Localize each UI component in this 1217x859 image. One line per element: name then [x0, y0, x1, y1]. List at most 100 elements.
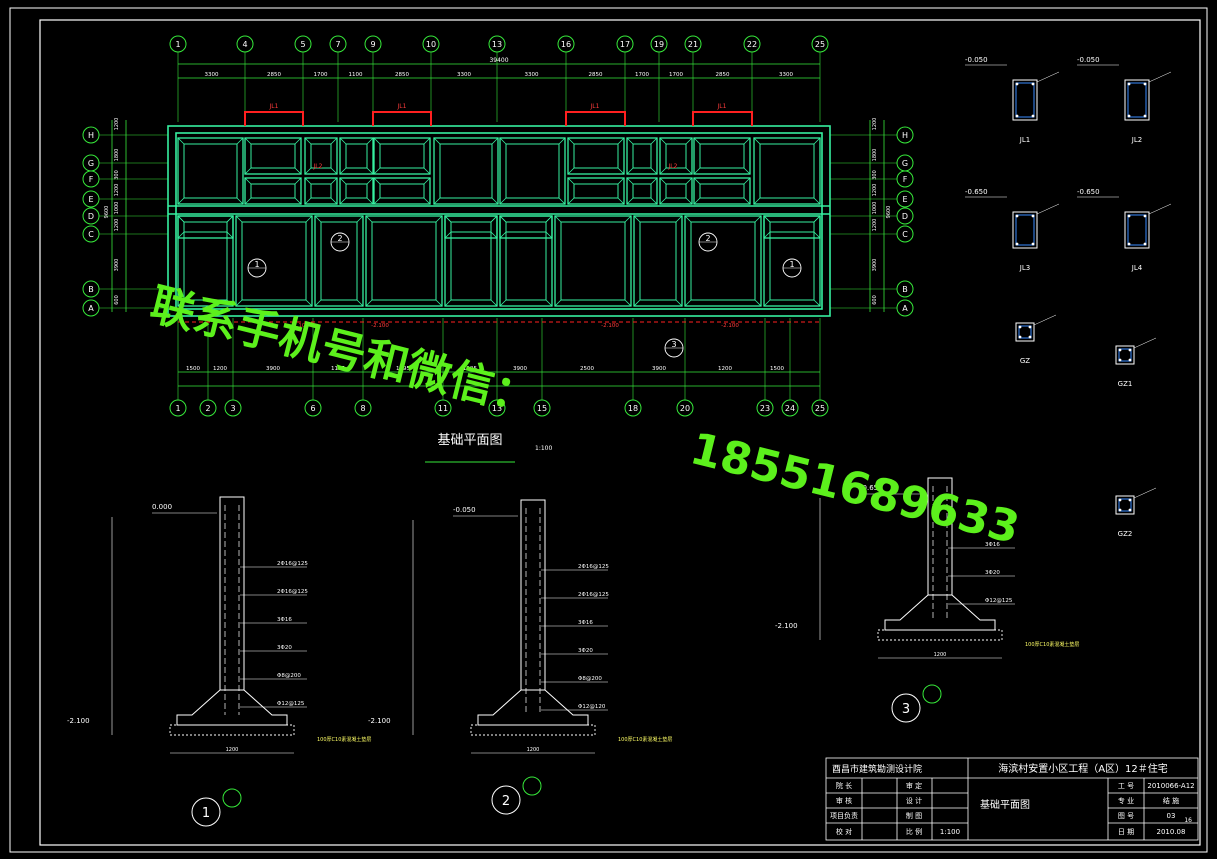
- dimension-label: 2850: [589, 72, 603, 78]
- tie-beams: [178, 111, 820, 323]
- detail-name: JL4: [1131, 264, 1143, 272]
- footing-inner: [665, 143, 687, 169]
- base-label: 100厚C10素混凝土垫层: [317, 736, 371, 743]
- footing-corner: [435, 299, 443, 307]
- footing-corner: [659, 177, 667, 185]
- footing-corner: [626, 197, 634, 205]
- axis-label: G: [88, 159, 94, 168]
- detail-leader: [1036, 203, 1060, 215]
- detail-stirrup: [1018, 325, 1032, 339]
- rebar-dot: [1015, 114, 1019, 118]
- dimension-label: 1500: [770, 366, 784, 372]
- detail-elevation: -0.050: [1077, 56, 1100, 64]
- footing-corner: [753, 137, 761, 145]
- dimension-label: 3300: [205, 72, 219, 78]
- footing-inner: [690, 221, 756, 301]
- axis-label: A: [88, 304, 94, 313]
- section-ref-circle: [522, 776, 542, 796]
- footing-corner: [423, 197, 431, 205]
- axis-label: F: [903, 175, 908, 184]
- footing-inner: [632, 143, 652, 169]
- axis-bubble: [650, 35, 668, 53]
- footing-section-3: 1200100厚C10素混凝土垫层-0.650-2.1003Φ163Φ20Φ12…: [775, 477, 1079, 723]
- section-id-bubble: [891, 693, 921, 723]
- section-id-label: 2: [502, 794, 510, 809]
- title-block-role: 审 核: [836, 796, 852, 805]
- footing-corner: [685, 167, 693, 175]
- footing-corner: [244, 177, 252, 185]
- footing-corner: [294, 177, 302, 185]
- detail-stirrup: [1118, 348, 1132, 362]
- dimension-label: 3900: [652, 366, 666, 372]
- axis-label: G: [902, 159, 908, 168]
- dimension-label: 1200: [213, 366, 227, 372]
- footing-corner: [294, 197, 302, 205]
- footing-inner: [505, 221, 547, 233]
- axis-bubble: [329, 35, 347, 53]
- footing-corner: [743, 137, 751, 145]
- footing-corner: [177, 137, 185, 145]
- axis-label: 8: [360, 404, 365, 413]
- footing-corner: [177, 197, 185, 205]
- footing-corner: [554, 215, 562, 223]
- dimension-label: 1195: [396, 366, 410, 372]
- detail-stirrup: [1127, 82, 1147, 118]
- footing-corner: [226, 299, 234, 307]
- axis-label: 2: [205, 404, 210, 413]
- footing-outline: [567, 137, 625, 175]
- beam-label: JL2: [313, 163, 323, 170]
- axis-label: 23: [760, 404, 770, 413]
- axis-label: F: [89, 175, 94, 184]
- title-block-field-value: 2010.08: [1157, 828, 1186, 836]
- footing-outline: [763, 215, 821, 239]
- footing-corner: [235, 299, 243, 307]
- footing-corner: [373, 167, 381, 175]
- rebar-label: 2Φ16@125: [277, 561, 308, 567]
- axis-label: 17: [620, 40, 630, 49]
- footing-corner: [490, 215, 498, 223]
- concrete-pad: [470, 724, 596, 736]
- dimension-label: 1200: [872, 184, 878, 197]
- axis-label: 3: [230, 404, 235, 413]
- footing-section-1: 1200100厚C10素混凝土垫层0.000-2.1002Φ16@1252Φ16…: [67, 496, 371, 827]
- footing-corner: [365, 299, 373, 307]
- axis-bubble: [896, 170, 914, 188]
- dimension-label: 1195: [331, 366, 345, 372]
- rebar-dot: [1118, 498, 1122, 502]
- title-block-role: 比 例: [906, 827, 922, 836]
- overall-dimension: 39400: [489, 57, 508, 64]
- footing-corner: [659, 197, 667, 205]
- footing-corner: [490, 231, 498, 239]
- axis-label: 13: [492, 40, 502, 49]
- detail-elevation: -0.050: [965, 56, 988, 64]
- title-block-scale: 1:100: [940, 828, 960, 836]
- rebar-dot: [1127, 242, 1131, 246]
- axis-bubble: [896, 207, 914, 225]
- footing-corner: [177, 231, 185, 239]
- axis-bubble: [756, 399, 774, 417]
- footing-corner: [499, 215, 507, 223]
- footing-outline: [693, 137, 751, 175]
- axis-label: 16: [561, 40, 571, 49]
- axis-bubble: [294, 35, 312, 53]
- footing-outline: [373, 177, 431, 205]
- axis-label: 25: [815, 40, 825, 49]
- foundation-walls: [167, 125, 831, 317]
- footing-corner: [244, 137, 252, 145]
- footing-corner: [558, 197, 566, 205]
- footing-corner: [330, 137, 338, 145]
- footing-corner: [226, 215, 234, 223]
- footing-corner: [491, 137, 499, 145]
- footing-outline: [314, 215, 364, 307]
- footing-corner: [659, 167, 667, 175]
- axis-label: 18: [628, 404, 638, 413]
- axis-label: 20: [680, 404, 690, 413]
- axis-label: 6: [310, 404, 315, 413]
- footing-outline: [433, 137, 499, 205]
- footing-corner: [236, 137, 244, 145]
- footing-corner: [330, 177, 338, 185]
- dimension-label: 3300: [457, 72, 471, 78]
- title-block-field-value: 03: [1167, 812, 1176, 820]
